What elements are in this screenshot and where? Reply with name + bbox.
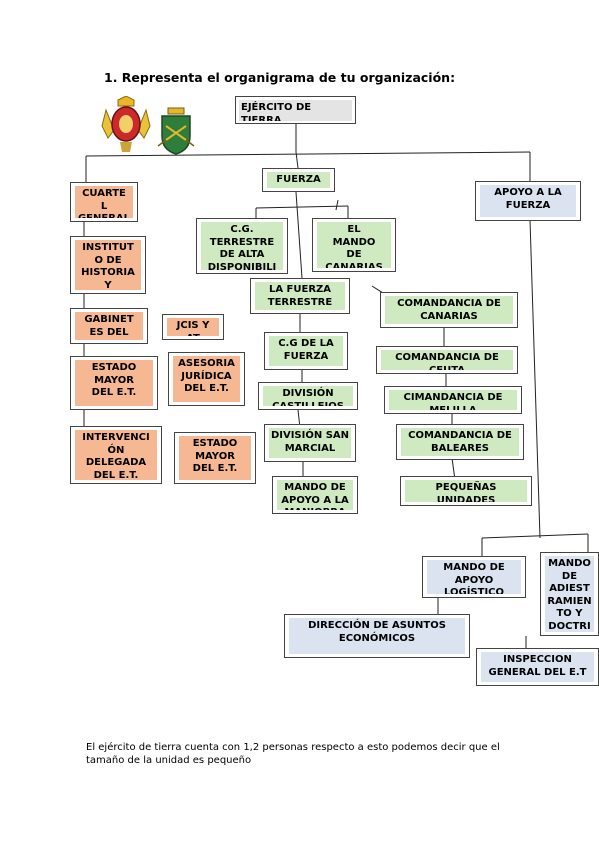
node-instituto-historia: INSTITUT O DE HISTORIA Y (70, 236, 146, 294)
node-division-san-marcial: DIVISIÓN SAN MARCIAL (264, 424, 356, 462)
node-castillejos-label: DIVISIÓN CASTILLEJOS (263, 386, 353, 406)
node-mando-adiestramiento-label: MANDO DE ADIEST RAMIEN TO Y DOCTRI (545, 556, 594, 632)
node-apoyo-fuerza-label: APOYO A LA FUERZA (480, 185, 576, 217)
node-com-melilla-label: CIMANDANCIA DE MELILLA (389, 390, 517, 410)
node-gabinetes: GABINET ES DEL (70, 308, 148, 344)
node-san-marcial-label: DIVISIÓN SAN MARCIAL (269, 428, 351, 458)
node-direccion-asuntos-economicos: DIRECCIÓN DE ASUNTOS ECONÓMICOS (284, 614, 470, 658)
node-fuerza-terrestre-label: LA FUERZA TERRESTRE (255, 282, 345, 310)
node-instituto-label: INSTITUT O DE HISTORIA Y (75, 240, 141, 290)
node-mando-apoyo-maniobra-label: MANDO DE APOYO A LA MANIOBRA (277, 480, 353, 510)
node-mando-apoyo-maniobra: MANDO DE APOYO A LA MANIOBRA (272, 476, 358, 514)
node-fuerza: FUERZA (262, 168, 335, 192)
node-comandancia-baleares: COMANDANCIA DE BALEARES (396, 424, 524, 460)
node-cg-fuerza-label: C.G DE LA FUERZA (269, 336, 343, 366)
node-fuerza-terrestre: LA FUERZA TERRESTRE (250, 278, 350, 314)
node-mando-canarias-label: EL MANDO DE CANARIAS (317, 222, 391, 268)
node-cg-fuerza: C.G DE LA FUERZA (264, 332, 348, 370)
node-jcis-label: JCIS Y AT (167, 318, 219, 336)
node-estado-mayor-2: ESTADO MAYOR DEL E.T. (174, 432, 256, 484)
node-com-baleares-label: COMANDANCIA DE BALEARES (401, 428, 519, 456)
node-comandancia-ceuta: COMANDANCIA DE CEUTA (376, 346, 518, 374)
node-pequenas-unidades: PEQUEÑAS UNIDADES (400, 476, 532, 506)
node-pequenas-label: PEQUEÑAS UNIDADES (405, 480, 527, 502)
node-estado-mayor-1: ESTADO MAYOR DEL E.T. (70, 356, 158, 410)
node-comandancia-canarias: COMANDANCIA DE CANARIAS (380, 292, 518, 328)
node-jcis: JCIS Y AT (162, 314, 224, 340)
node-fuerza-label: FUERZA (267, 172, 330, 188)
node-cuartel-general: CUARTE L GENERAL (70, 182, 138, 222)
node-inspeccion-general: INSPECCION GENERAL DEL E.T (476, 648, 599, 686)
node-division-castillejos: DIVISIÓN CASTILLEJOS (258, 382, 358, 410)
page-heading: 1. Representa el organigrama de tu organ… (104, 70, 456, 85)
ejercito-crest-icon (100, 95, 152, 154)
node-com-ceuta-label: COMANDANCIA DE CEUTA (381, 350, 513, 370)
node-asesoria-label: ASESORIA JURÍDICA DEL E.T. (173, 356, 240, 402)
node-intervencion-label: INTERVENCI ÓN DELEGADA DEL E.T. (75, 430, 157, 480)
node-asesoria-juridica: ASESORIA JURÍDICA DEL E.T. (168, 352, 245, 406)
node-mando-apoyo-logistico: MANDO DE APOYO LOGÍSTICO (422, 556, 526, 598)
node-ejercito-label: EJÉRCITO DE TIERRA (239, 100, 352, 121)
node-cuartel-label: CUARTE L GENERAL (75, 186, 133, 218)
node-comandancia-melilla: CIMANDANCIA DE MELILLA (384, 386, 522, 414)
node-asuntos-economicos-label: DIRECCIÓN DE ASUNTOS ECONÓMICOS (289, 618, 465, 654)
node-apoyo-a-la-fuerza: APOYO A LA FUERZA (475, 181, 581, 221)
node-gabinetes-label: GABINET ES DEL (75, 312, 143, 340)
node-com-canarias-label: COMANDANCIA DE CANARIAS (385, 296, 513, 324)
node-estado-mayor-2-label: ESTADO MAYOR DEL E.T. (179, 436, 251, 480)
fuerza-crest-icon (156, 106, 196, 158)
node-cg-terrestre-label: C.G. TERRESTRE DE ALTA DISPONIBILI (201, 222, 283, 270)
node-estado-mayor-1-label: ESTADO MAYOR DEL E.T. (75, 360, 153, 406)
node-mando-canarias: EL MANDO DE CANARIAS (312, 218, 396, 272)
node-mando-logistico-label: MANDO DE APOYO LOGÍSTICO (427, 560, 521, 594)
node-mando-adiestramiento: MANDO DE ADIEST RAMIEN TO Y DOCTRI (540, 552, 599, 636)
footer-note: El ejército de tierra cuenta con 1,2 per… (86, 742, 500, 766)
node-intervencion: INTERVENCI ÓN DELEGADA DEL E.T. (70, 426, 162, 484)
node-cg-terrestre: C.G. TERRESTRE DE ALTA DISPONIBILI (196, 218, 288, 274)
node-inspeccion-label: INSPECCION GENERAL DEL E.T (481, 652, 594, 682)
node-ejercito-de-tierra: EJÉRCITO DE TIERRA (235, 96, 356, 124)
